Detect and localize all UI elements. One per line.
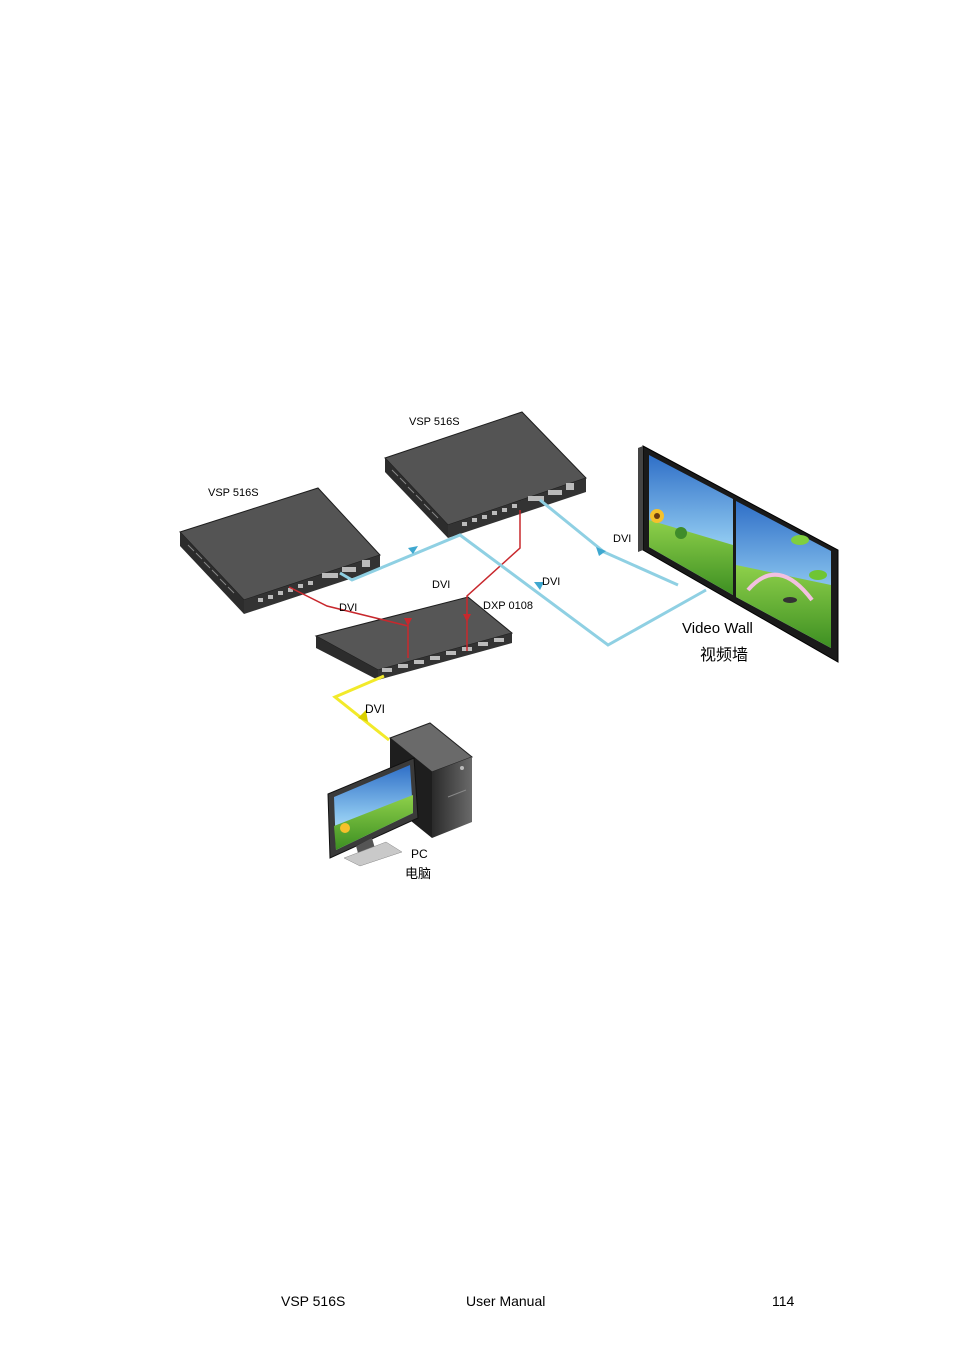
- blue-dvi-cable-left-vsp: [339, 533, 707, 647]
- footer-product: VSP 516S: [281, 1293, 346, 1309]
- video-wall-label-cn: 视频墙: [700, 647, 749, 664]
- pc-label: PC: [411, 847, 428, 861]
- pc-computer: [327, 722, 473, 867]
- arrow-blue-lower: [534, 582, 544, 590]
- arrow-yellow: [358, 710, 368, 722]
- red-dvi-cable-left: [288, 586, 409, 658]
- footer-doc-title: User Manual: [466, 1293, 546, 1309]
- footer-page-number: 114: [772, 1293, 795, 1309]
- vsp-516s-top-device: [384, 411, 587, 538]
- dxp-0108-device: [314, 596, 514, 680]
- dvi-label-pc: DVI: [365, 702, 386, 716]
- dvi-label-vsp-top: DVI: [432, 579, 451, 591]
- vsp-516s-left-device: [179, 487, 381, 614]
- video-wall-label: Video Wall: [682, 620, 753, 637]
- dvi-label-wall-bottom: DVI: [542, 576, 561, 588]
- yellow-dvi-cable-pc: [332, 674, 390, 742]
- vsp-left-label: VSP 516S: [208, 487, 259, 499]
- arrow-blue-top: [596, 547, 606, 556]
- dxp-label: DXP 0108: [483, 600, 533, 612]
- arrow-red-left: [404, 618, 412, 626]
- red-dvi-cable-top: [466, 510, 521, 651]
- dvi-label-vsp-left: DVI: [339, 602, 358, 614]
- video-wall-display: [638, 445, 839, 663]
- pc-label-cn: 电脑: [405, 866, 432, 881]
- arrow-red-top: [463, 614, 471, 622]
- arrow-blue-left: [408, 546, 418, 554]
- dvi-label-wall-top: DVI: [613, 533, 632, 545]
- vsp-top-label: VSP 516S: [409, 416, 460, 428]
